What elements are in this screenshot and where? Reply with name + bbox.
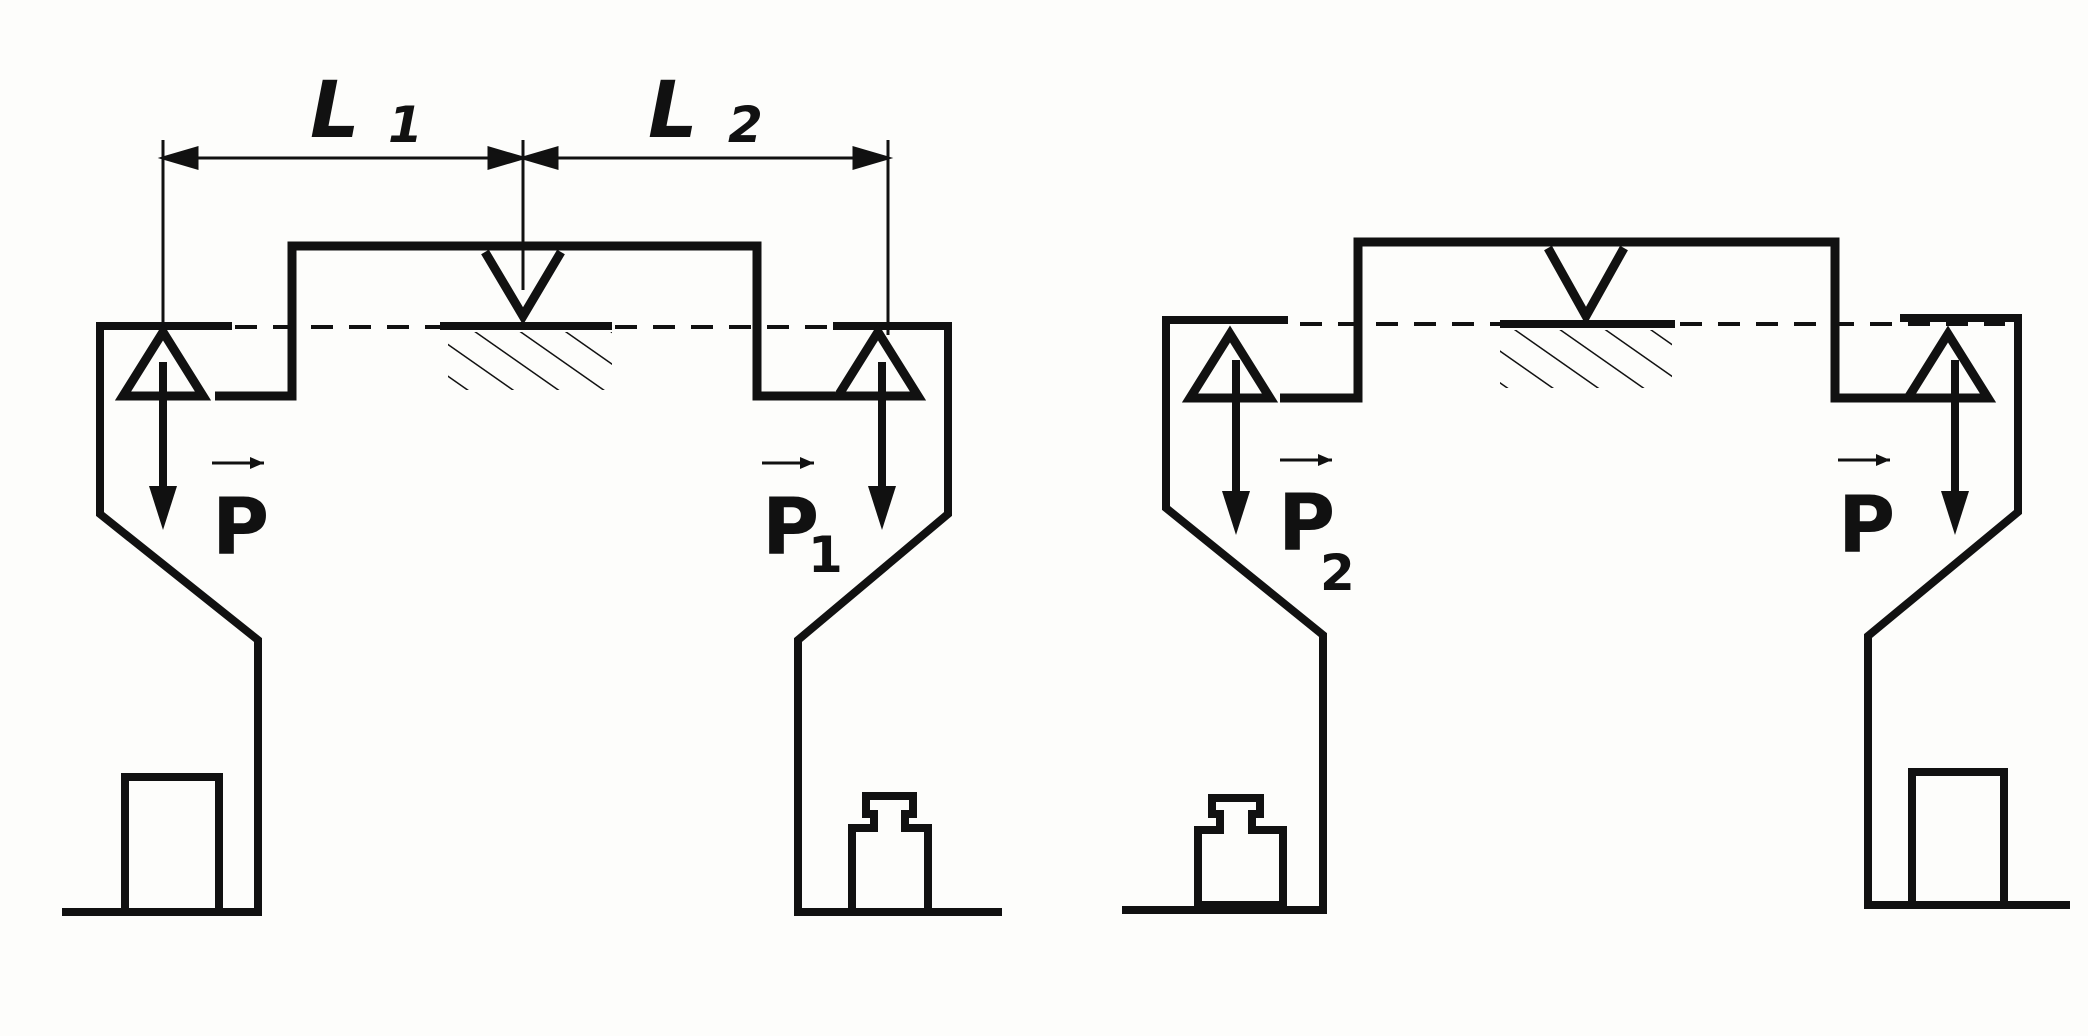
- balance-beam: [215, 241, 835, 401]
- left-pan-hanger: [62, 322, 262, 916]
- force-label-p1: P 1: [762, 457, 843, 584]
- dimension-label-l2: L 2: [648, 66, 763, 156]
- weight-stack: [1194, 794, 1287, 909]
- svg-text:L: L: [648, 66, 698, 156]
- svg-text:P: P: [1838, 481, 1895, 571]
- force-arrow-p1: [868, 362, 896, 530]
- right-pan-hanger: [794, 322, 1002, 916]
- force-arrow-p-left: [149, 362, 177, 530]
- dimension-lines: [157, 140, 894, 335]
- svg-text:P: P: [762, 483, 819, 573]
- weight-stack: [848, 792, 932, 916]
- load-block: [121, 773, 223, 916]
- left-scale: L 1 L 2 P: [62, 66, 1002, 916]
- force-arrow-p-right: [1941, 360, 1969, 535]
- svg-text:P: P: [1278, 479, 1335, 569]
- svg-text:1: 1: [808, 526, 843, 584]
- force-label-p: P: [1838, 454, 1895, 571]
- svg-text:1: 1: [388, 96, 423, 154]
- force-label-p2: P 2: [1278, 454, 1355, 602]
- left-pan-hanger: [1122, 316, 1327, 914]
- right-pan-hanger: [1864, 314, 2070, 909]
- svg-text:2: 2: [728, 96, 763, 154]
- dimension-label-l1: L 1: [310, 66, 423, 156]
- force-label-p: P: [212, 457, 269, 573]
- balance-beam: [1280, 237, 1912, 403]
- svg-text:2: 2: [1320, 544, 1355, 602]
- svg-text:L: L: [310, 66, 360, 156]
- svg-text:P: P: [212, 483, 269, 573]
- right-knife-edge: [1899, 325, 1997, 403]
- pivot-support: [1500, 245, 1675, 388]
- load-block: [1908, 768, 2008, 909]
- left-knife-edge: [1181, 325, 1279, 403]
- force-arrow-p2: [1222, 360, 1250, 535]
- right-scale: P 2 P: [1122, 237, 2070, 914]
- pivot-support: [440, 249, 612, 390]
